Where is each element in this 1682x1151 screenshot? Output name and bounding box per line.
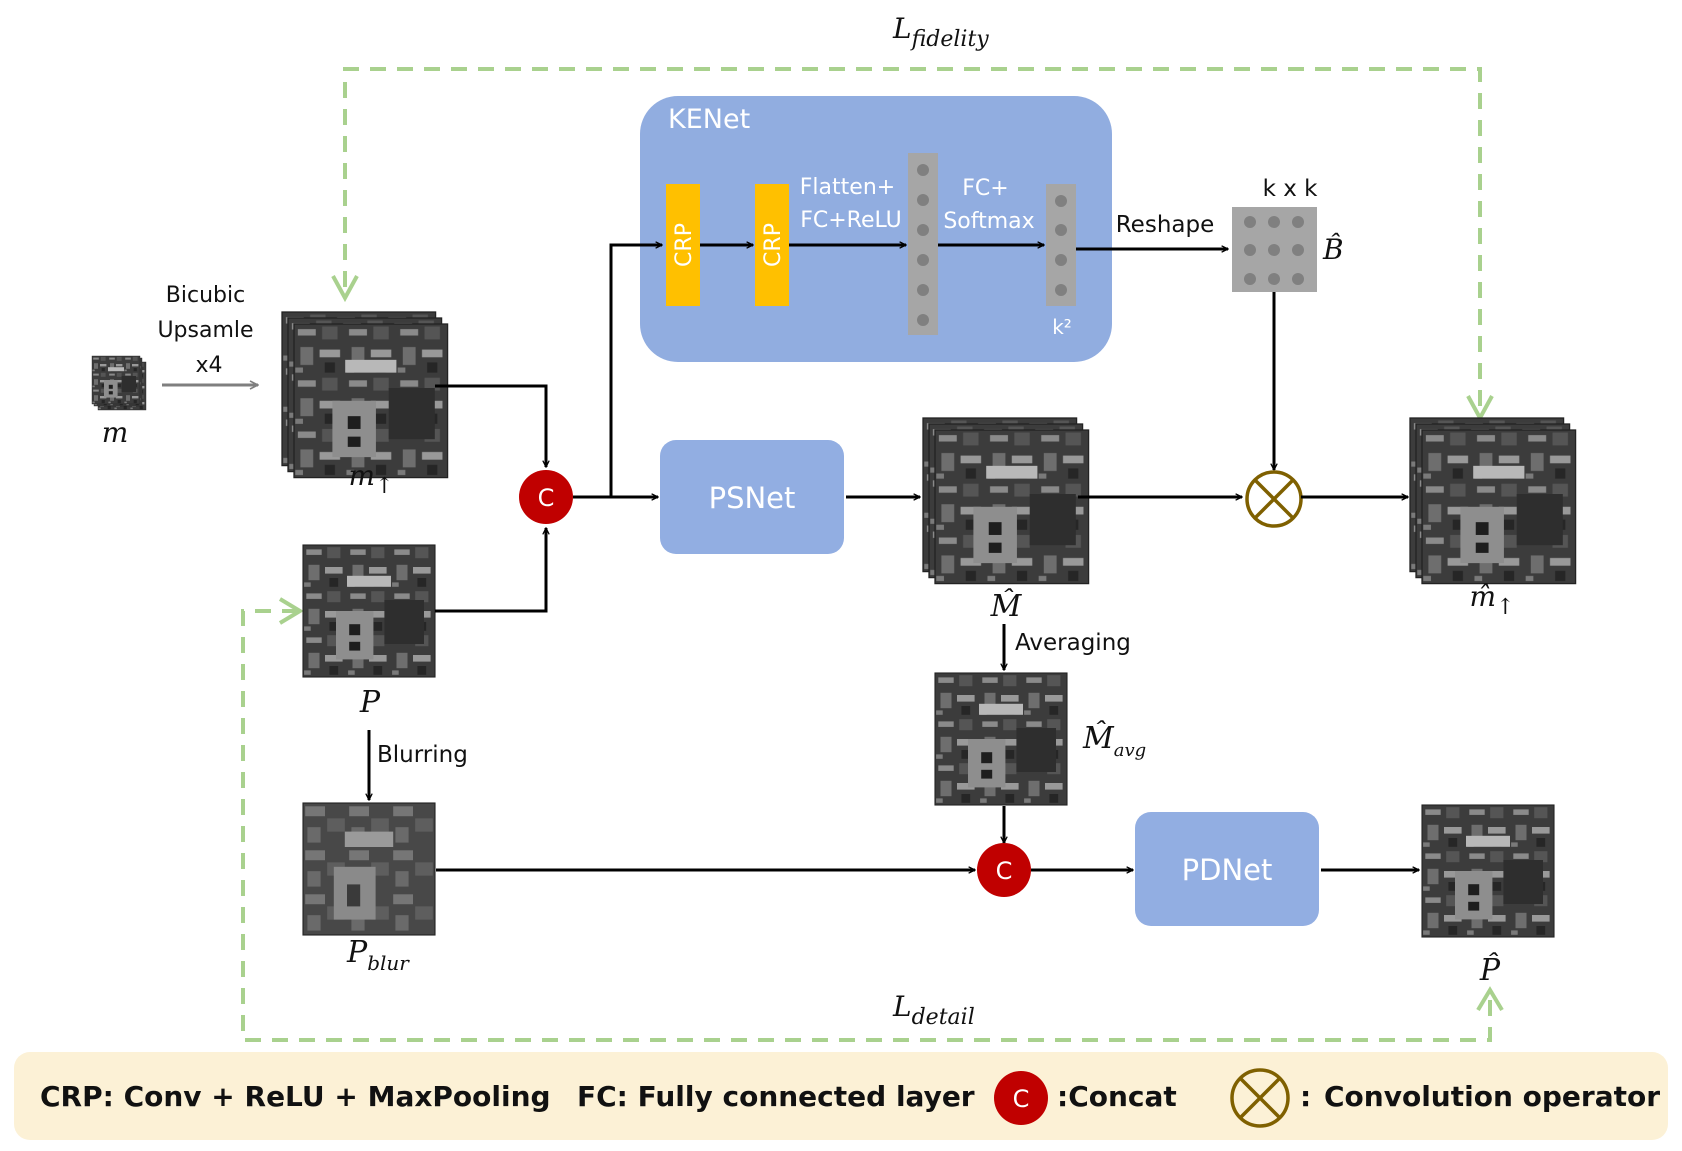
svg-text:C: C [1013, 1085, 1030, 1113]
k-squared-label: k² [1052, 315, 1072, 339]
legend-conv-colon: : [1300, 1080, 1311, 1113]
kxk-label: k x k [1263, 176, 1319, 202]
averaging-label: Averaging [1015, 630, 1131, 656]
softmax-vector [1046, 184, 1076, 306]
arrow-concat-to-kenet [609, 245, 662, 497]
psnet-label: PSNet [709, 481, 796, 515]
image-m-hat [922, 417, 1090, 585]
b-hat-label: B̂ [1322, 233, 1344, 266]
m-up-label: m↑ [349, 459, 394, 499]
svg-text:C: C [996, 857, 1013, 885]
image-m-hat-avg [934, 672, 1068, 806]
m-hat-up-label: m̂↑ [1470, 580, 1515, 620]
blurring-label: Blurring [377, 742, 468, 768]
detail-loss-path [241, 597, 1504, 1042]
fidelity-loss-label: Lfidelity [892, 12, 989, 52]
legend-box [14, 1052, 1668, 1140]
flatten-fc-vector [908, 153, 938, 335]
image-p-hat [1421, 804, 1555, 938]
reshape-label: Reshape [1116, 212, 1215, 238]
legend-concat: :Concat [1057, 1080, 1177, 1113]
flatten-label: Flatten+ FC+ReLU [800, 175, 902, 233]
crp-block-2 [755, 184, 789, 306]
concat-node-1: C [519, 470, 573, 524]
svg-text:C: C [538, 484, 555, 512]
arrow-mup-to-concat [435, 384, 546, 467]
image-m-hat-up [1409, 417, 1577, 585]
arrow-p-to-concat [435, 528, 546, 613]
convolution-operator-node [1245, 470, 1303, 528]
p-label: P [359, 685, 381, 720]
detail-loss-label: Ldetail [892, 990, 975, 1030]
p-blur-label: Pblur [346, 935, 410, 975]
p-hat-label: P̂ [1479, 953, 1501, 988]
image-m [91, 355, 147, 411]
m-label: m [102, 416, 129, 449]
kernel-b-hat [1232, 207, 1317, 292]
bicubic-label: Bicubic Upsamle x4 [157, 283, 260, 378]
legend-conv: Convolution operator [1324, 1080, 1660, 1113]
crp-block-1 [666, 184, 700, 306]
m-hat-avg-label: M̂avg [1082, 721, 1146, 761]
image-p-blur [302, 802, 436, 936]
crp-label-1: CRP [672, 223, 697, 267]
psnet-module [660, 440, 844, 554]
pdnet-label: PDNet [1182, 853, 1273, 887]
concat-node-2: C [977, 843, 1031, 897]
pdnet-module [1135, 812, 1319, 926]
image-p [302, 544, 436, 678]
legend-fc: FC: Fully connected layer [577, 1080, 975, 1113]
m-hat-label: M̂ [990, 589, 1023, 624]
legend-concat-icon: C [994, 1071, 1048, 1125]
crp-label-2: CRP [761, 223, 786, 267]
legend-crp: CRP: Conv + ReLU + MaxPooling [40, 1080, 551, 1113]
legend-conv-icon [1230, 1068, 1290, 1128]
fc-softmax-label: FC+ Softmax [943, 176, 1034, 234]
kenet-title: KENet [668, 104, 750, 135]
image-m-up [281, 311, 449, 479]
